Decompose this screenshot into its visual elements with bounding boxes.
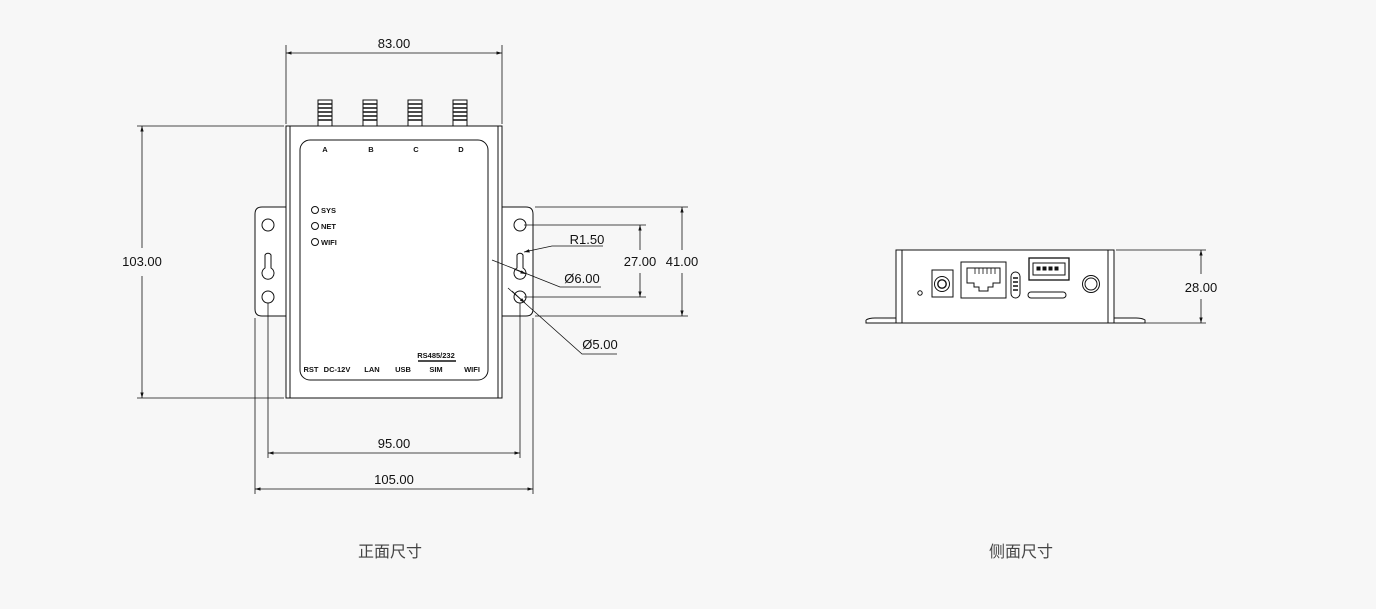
front-view-caption: 正面尺寸 — [357, 542, 422, 561]
led-label-sys: SYS — [321, 206, 336, 215]
antenna-d — [452, 99, 468, 127]
antenna-label-d: D — [458, 145, 464, 154]
terminal-block — [1028, 257, 1070, 281]
port-label-rst: RST — [304, 365, 319, 374]
port-label-lan: LAN — [364, 365, 379, 374]
dim-inner-height: 27.00 — [624, 254, 657, 269]
led-label-net: NET — [321, 222, 336, 231]
antenna-label-b: B — [368, 145, 374, 154]
dc-jack — [931, 269, 954, 298]
antenna-connectors — [317, 99, 468, 127]
side-view-caption: 侧面尺寸 — [988, 542, 1053, 561]
rs485-label: RS485/232 — [417, 351, 455, 360]
dim-height: 103.00 — [122, 254, 162, 269]
port-label-dc: DC-12V — [324, 365, 351, 374]
reset-hole — [917, 290, 923, 296]
led-label-wifi: WIFI — [321, 238, 337, 247]
usb-port — [1010, 271, 1021, 299]
antenna-c — [407, 99, 423, 127]
front-panel — [299, 139, 489, 381]
led-net-indicator — [311, 222, 319, 230]
led-sys-indicator — [311, 206, 319, 214]
front-view-labels: A B C D SYS NET WIFI RS485/232 RST DC-12… — [122, 36, 698, 487]
antenna-label-a: A — [322, 145, 328, 154]
dim-top-width: 83.00 — [378, 36, 411, 51]
side-body — [895, 249, 1115, 324]
port-label-usb: USB — [395, 365, 411, 374]
device-body — [285, 125, 503, 399]
lan-port — [960, 261, 1007, 299]
dim-slot-diameter: Ø6.00 — [564, 271, 599, 286]
dim-radius: R1.50 — [570, 232, 605, 247]
left-flange — [254, 206, 286, 317]
antenna-b — [362, 99, 378, 127]
port-label-sim: SIM — [429, 365, 442, 374]
right-flange — [502, 206, 534, 317]
dim-total-width: 105.00 — [374, 472, 414, 487]
front-view — [137, 45, 688, 494]
wifi-antenna-port — [1082, 275, 1100, 293]
dim-hole-spacing: 95.00 — [378, 436, 411, 451]
antenna-label-c: C — [413, 145, 419, 154]
dim-hole-diameter: Ø5.00 — [582, 337, 617, 352]
port-label-wifi: WIFI — [464, 365, 480, 374]
dim-side-height: 28.00 — [1185, 280, 1218, 295]
side-view — [865, 249, 1206, 324]
sim-slot — [1027, 291, 1067, 299]
antenna-a — [317, 99, 333, 127]
dim-flange-height: 41.00 — [666, 254, 699, 269]
led-wifi-indicator — [311, 238, 319, 246]
